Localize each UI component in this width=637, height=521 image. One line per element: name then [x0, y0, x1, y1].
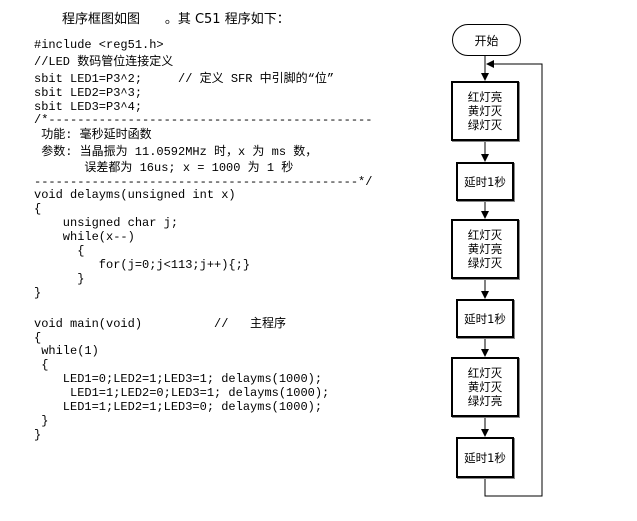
flow-text: 绿灯亮 — [467, 394, 503, 408]
code-line: while(x--) — [34, 230, 135, 244]
code-line: sbit LED2=P3^3; — [34, 86, 143, 100]
heading-right: 。其 C51 程序如下： — [164, 12, 290, 27]
flow-start-label: 开始 — [474, 33, 499, 48]
flow-delay-1: 延时1秒 — [456, 162, 514, 201]
code-line: } — [34, 286, 42, 300]
heading-left: 程序框图如图 — [62, 12, 141, 27]
code-line: unsigned char j; — [34, 216, 179, 230]
code-line: { — [34, 244, 85, 258]
flow-step-2: 红灯灭 黄灯亮 绿灯灭 — [451, 219, 519, 279]
flow-text: 红灯灭 — [467, 366, 503, 380]
code-line: { — [34, 202, 42, 216]
flow-text: 黄灯灭 — [467, 380, 503, 394]
code-line: void main(void) // 主程序 — [34, 317, 287, 331]
code-line: LED1=1;LED2=0;LED3=1; delayms(1000); — [34, 386, 330, 400]
code-line: #include <reg51.h> — [34, 38, 164, 52]
flow-delay-2: 延时1秒 — [456, 299, 514, 338]
flow-text: 绿灯灭 — [467, 256, 503, 270]
flow-start: 开始 — [452, 24, 521, 56]
code-line: } — [34, 428, 42, 442]
code-line: { — [34, 331, 42, 345]
flow-text: 绿灯灭 — [467, 118, 503, 132]
code-line: while(1) — [34, 344, 99, 358]
flow-step-3: 红灯灭 黄灯灭 绿灯亮 — [451, 357, 519, 417]
code-line: 误差都为 16us; x = 1000 为 1 秒 — [34, 161, 294, 175]
code-line: { — [34, 358, 49, 372]
code-line: //LED 数码管位连接定义 — [34, 55, 174, 69]
code-line: ----------------------------------------… — [34, 175, 373, 189]
code-line: 功能: 毫秒延时函数 — [34, 128, 152, 142]
code-line: sbit LED3=P3^4; — [34, 100, 143, 114]
flow-text: 延时1秒 — [464, 174, 506, 189]
flow-text: 红灯亮 — [467, 90, 503, 104]
flow-delay-3: 延时1秒 — [456, 437, 514, 478]
code-line: } — [34, 272, 85, 286]
flow-step-1: 红灯亮 黄灯灭 绿灯灭 — [451, 81, 519, 141]
code-line: LED1=0;LED2=1;LED3=1; delayms(1000); — [34, 372, 323, 386]
code-line: LED1=1;LED2=1;LED3=0; delayms(1000); — [34, 400, 323, 414]
code-line: for(j=0;j<113;j++){;} — [34, 258, 251, 272]
code-line: } — [34, 414, 49, 428]
flow-text: 延时1秒 — [464, 311, 506, 326]
code-line: 参数: 当晶振为 11.0592MHz 时，x 为 ms 数， — [34, 145, 318, 159]
flow-text: 黄灯灭 — [467, 104, 503, 118]
code-line: void delayms(unsigned int x) — [34, 188, 236, 202]
flow-text: 延时1秒 — [464, 450, 506, 465]
flow-text: 黄灯亮 — [467, 242, 503, 256]
flow-text: 红灯灭 — [467, 228, 503, 242]
code-line: /*--------------------------------------… — [34, 113, 373, 127]
loop-back-arrow — [484, 60, 543, 497]
code-line: sbit LED1=P3^2; // 定义 SFR 中引脚的“位” — [34, 72, 335, 86]
heading: 程序框图如图 。其 C51 程序如下： — [62, 8, 290, 27]
